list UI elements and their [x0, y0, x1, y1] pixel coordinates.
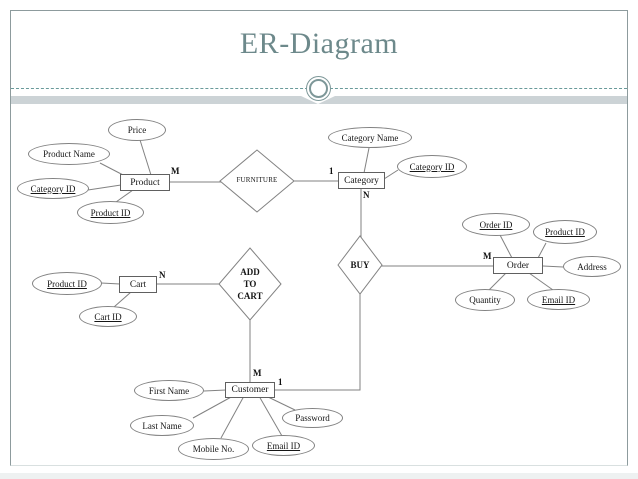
- attribute-address: Address: [563, 256, 621, 277]
- connector-productid-order: [537, 242, 547, 259]
- connector-lastname-customer: [192, 395, 234, 419]
- attribute-category-name: Category Name: [328, 127, 412, 148]
- furniture-diamond: [219, 149, 295, 213]
- add-to-cart-relationship-label: ADD TO CART: [219, 266, 281, 302]
- add-to-cart-line3: CART: [237, 291, 263, 301]
- add-to-cart-diamond: [218, 247, 282, 321]
- cardinality-customer-buy: 1: [278, 377, 283, 387]
- connector-password-customer: [265, 395, 296, 411]
- separator-circle-ornament: [306, 76, 331, 101]
- connector-categoryid-product: [87, 184, 122, 191]
- attribute-mobile-no: Mobile No.: [178, 438, 249, 460]
- attribute-product-id-product: Product ID: [77, 201, 144, 224]
- connector-cartid-cart: [113, 291, 132, 308]
- connector-emailid-order: [528, 272, 554, 291]
- attribute-category-id-product: Category ID: [17, 178, 89, 199]
- connector-orderid-order: [499, 234, 513, 259]
- buy-relationship-label: BUY: [350, 260, 370, 270]
- attribute-category-id-category: Category ID: [397, 155, 467, 178]
- cardinality-category-buy: N: [363, 190, 370, 200]
- attribute-email-id-customer: Email ID: [252, 435, 315, 456]
- cardinality-cart-add-to-cart: N: [159, 270, 166, 280]
- slide-frame: [10, 10, 628, 466]
- buy-diamond: [337, 235, 383, 295]
- connector-categoryname-category: [363, 147, 370, 174]
- connector-emailid-customer: [258, 395, 283, 437]
- attribute-password: Password: [282, 408, 343, 428]
- attribute-cart-id: Cart ID: [79, 306, 137, 327]
- attribute-product-id-cart: Product ID: [32, 272, 102, 295]
- connector-quantity-order: [488, 272, 507, 291]
- connector-buy-customer: [275, 293, 361, 391]
- separator-circle-inner: [309, 79, 328, 98]
- connector-productid-cart: [100, 282, 121, 285]
- connector-productid-product: [115, 189, 134, 203]
- entity-product: Product: [120, 174, 170, 191]
- cardinality-order-buy: M: [483, 251, 492, 261]
- entity-category: Category: [338, 172, 385, 189]
- add-to-cart-line2: TO: [243, 279, 257, 289]
- cardinality-customer-add-to-cart: M: [253, 368, 262, 378]
- attribute-price: Price: [108, 119, 166, 141]
- furniture-relationship-label: FURNITURE: [236, 176, 278, 184]
- attribute-order-id: Order ID: [462, 213, 530, 236]
- entity-customer: Customer: [225, 382, 275, 398]
- slide-title: ER-Diagram: [239, 27, 399, 60]
- connector-categoryid-category: [383, 169, 399, 180]
- connector-address-order: [542, 265, 564, 268]
- attribute-email-id-order: Email ID: [527, 289, 590, 310]
- attribute-last-name: Last Name: [130, 415, 194, 436]
- attribute-product-name: Product Name: [28, 143, 110, 165]
- cardinality-furniture-category: 1: [329, 166, 334, 176]
- attribute-product-id-order: Product ID: [533, 220, 597, 244]
- connector-firstname-customer: [203, 389, 227, 392]
- entity-order: Order: [493, 257, 543, 274]
- bottom-strip: [0, 473, 638, 479]
- connector-price-product: [139, 139, 152, 176]
- add-to-cart-line1: ADD: [240, 267, 260, 277]
- attribute-quantity: Quantity: [455, 289, 515, 311]
- cardinality-product-furniture: M: [171, 166, 180, 176]
- connector-mobileno-customer: [220, 395, 245, 439]
- attribute-first-name: First Name: [134, 380, 204, 401]
- entity-cart: Cart: [119, 276, 157, 293]
